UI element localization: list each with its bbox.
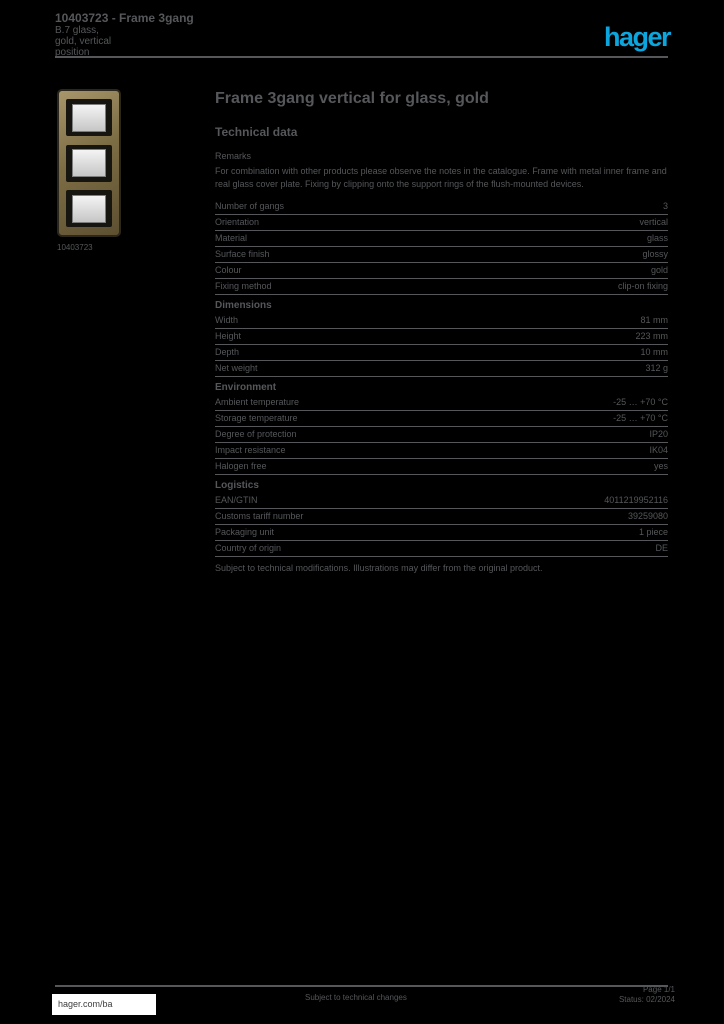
spec-row: Ambient temperature -25 … +70 °C	[215, 395, 668, 411]
spec-label: Impact resistance	[215, 445, 286, 455]
article-description-line: B.7 glass,	[55, 25, 99, 36]
spec-label: Customs tariff number	[215, 511, 304, 521]
spec-row: Degree of protection IP20	[215, 427, 668, 443]
spec-group-title: Logistics	[215, 480, 259, 491]
spec-value: -25 … +70 °C	[613, 397, 668, 407]
spec-group-title: Environment	[215, 382, 277, 393]
article-description-line: gold, vertical	[55, 36, 112, 47]
hager-logo: hager	[603, 22, 672, 52]
spec-value: 312 g	[645, 363, 668, 373]
spec-value: 39259080	[627, 511, 668, 521]
spec-value: glass	[646, 233, 668, 243]
website-link[interactable]: hager.com/ba	[52, 994, 156, 1015]
product-image-caption: 10403723	[57, 243, 93, 252]
spec-label: Storage temperature	[215, 413, 298, 423]
spec-value: 81 mm	[640, 315, 668, 325]
main-content: Frame 3gang vertical for glass, gold Tec…	[215, 90, 668, 574]
spec-row: Country of origin DE	[215, 541, 668, 557]
article-description-line: position	[55, 47, 90, 58]
technical-data-heading: Technical data	[215, 125, 298, 139]
spec-row: Fixing method clip-on fixing	[215, 279, 668, 295]
spec-value: DE	[655, 543, 668, 553]
frame-window	[66, 144, 112, 182]
spec-row: Storage temperature -25 … +70 °C	[215, 411, 668, 427]
spec-value: 223 mm	[635, 331, 668, 341]
header-divider	[55, 56, 668, 58]
spec-row: Number of gangs 3	[215, 199, 668, 215]
spec-footnote: Subject to technical modifications. Illu…	[215, 563, 543, 573]
spec-row: Surface finish glossy	[215, 247, 668, 263]
spec-row: EAN/GTIN 4011219952116	[215, 493, 668, 509]
frame-window	[66, 99, 112, 136]
spec-label: Depth	[215, 347, 240, 357]
spec-label: Material	[215, 233, 248, 243]
spec-label: Packaging unit	[215, 527, 275, 537]
remarks-text: For combination with other products plea…	[215, 166, 667, 189]
spec-label: Degree of protection	[215, 429, 297, 439]
spec-label: Halogen free	[215, 461, 267, 471]
spec-value: 4011219952116	[604, 495, 668, 505]
frame-3gang-image	[57, 89, 121, 237]
spec-value: 1 piece	[638, 527, 668, 537]
spec-value: yes	[653, 461, 668, 471]
spec-value: 10 mm	[640, 347, 668, 357]
spec-label: Country of origin	[215, 543, 282, 553]
spec-value: IK04	[649, 445, 668, 455]
spec-row: Material glass	[215, 231, 668, 247]
spec-row: Width 81 mm	[215, 313, 668, 329]
spec-row: Depth 10 mm	[215, 345, 668, 361]
header-article-block: 10403723 - Frame 3gang B.7 glass, gold, …	[55, 11, 305, 59]
spec-row: Height 223 mm	[215, 329, 668, 345]
spec-label: Width	[215, 315, 239, 325]
document-date: Status: 02/2024	[618, 995, 675, 1004]
spec-label: Number of gangs	[215, 201, 285, 211]
page-title: Frame 3gang vertical for glass, gold	[215, 90, 489, 107]
spec-label: Ambient temperature	[215, 397, 300, 407]
spec-row: Net weight 312 g	[215, 361, 668, 377]
product-image: 10403723	[57, 89, 127, 252]
footer-disclaimer: Subject to technical changes	[305, 993, 407, 1002]
spec-row: Packaging unit 1 piece	[215, 525, 668, 541]
spec-value: glossy	[642, 249, 668, 259]
frame-window-insert	[72, 103, 106, 132]
spec-row: Halogen free yes	[215, 459, 668, 475]
spec-label: Fixing method	[215, 281, 272, 291]
spec-group-title: Dimensions	[215, 300, 272, 311]
spec-value: 3	[662, 201, 668, 211]
page-number: Page 1/1	[642, 985, 675, 994]
footer-divider	[55, 985, 668, 987]
spec-value: IP20	[649, 429, 668, 439]
spec-label: Height	[215, 331, 242, 341]
spec-label: Orientation	[215, 217, 260, 227]
spec-value: -25 … +70 °C	[613, 413, 668, 423]
spec-label: Net weight	[215, 363, 258, 373]
spec-value: gold	[650, 265, 668, 275]
spec-row: Impact resistance IK04	[215, 443, 668, 459]
frame-window-insert	[72, 149, 106, 177]
spec-value: vertical	[639, 217, 668, 227]
remarks-label: Remarks	[215, 151, 252, 161]
spec-row: Colour gold	[215, 263, 668, 279]
spec-label: EAN/GTIN	[215, 495, 258, 505]
spec-value: clip-on fixing	[617, 281, 668, 291]
spec-label: Surface finish	[215, 249, 270, 259]
spec-row: Customs tariff number 39259080	[215, 509, 668, 525]
frame-window-insert	[72, 194, 106, 223]
spec-label: Colour	[215, 265, 242, 275]
spec-row: Orientation vertical	[215, 215, 668, 231]
footer-page-block: Page 1/1 Status: 02/2024	[619, 985, 675, 1005]
article-number: 10403723 - Frame 3gang	[55, 11, 194, 25]
frame-window	[66, 190, 112, 227]
